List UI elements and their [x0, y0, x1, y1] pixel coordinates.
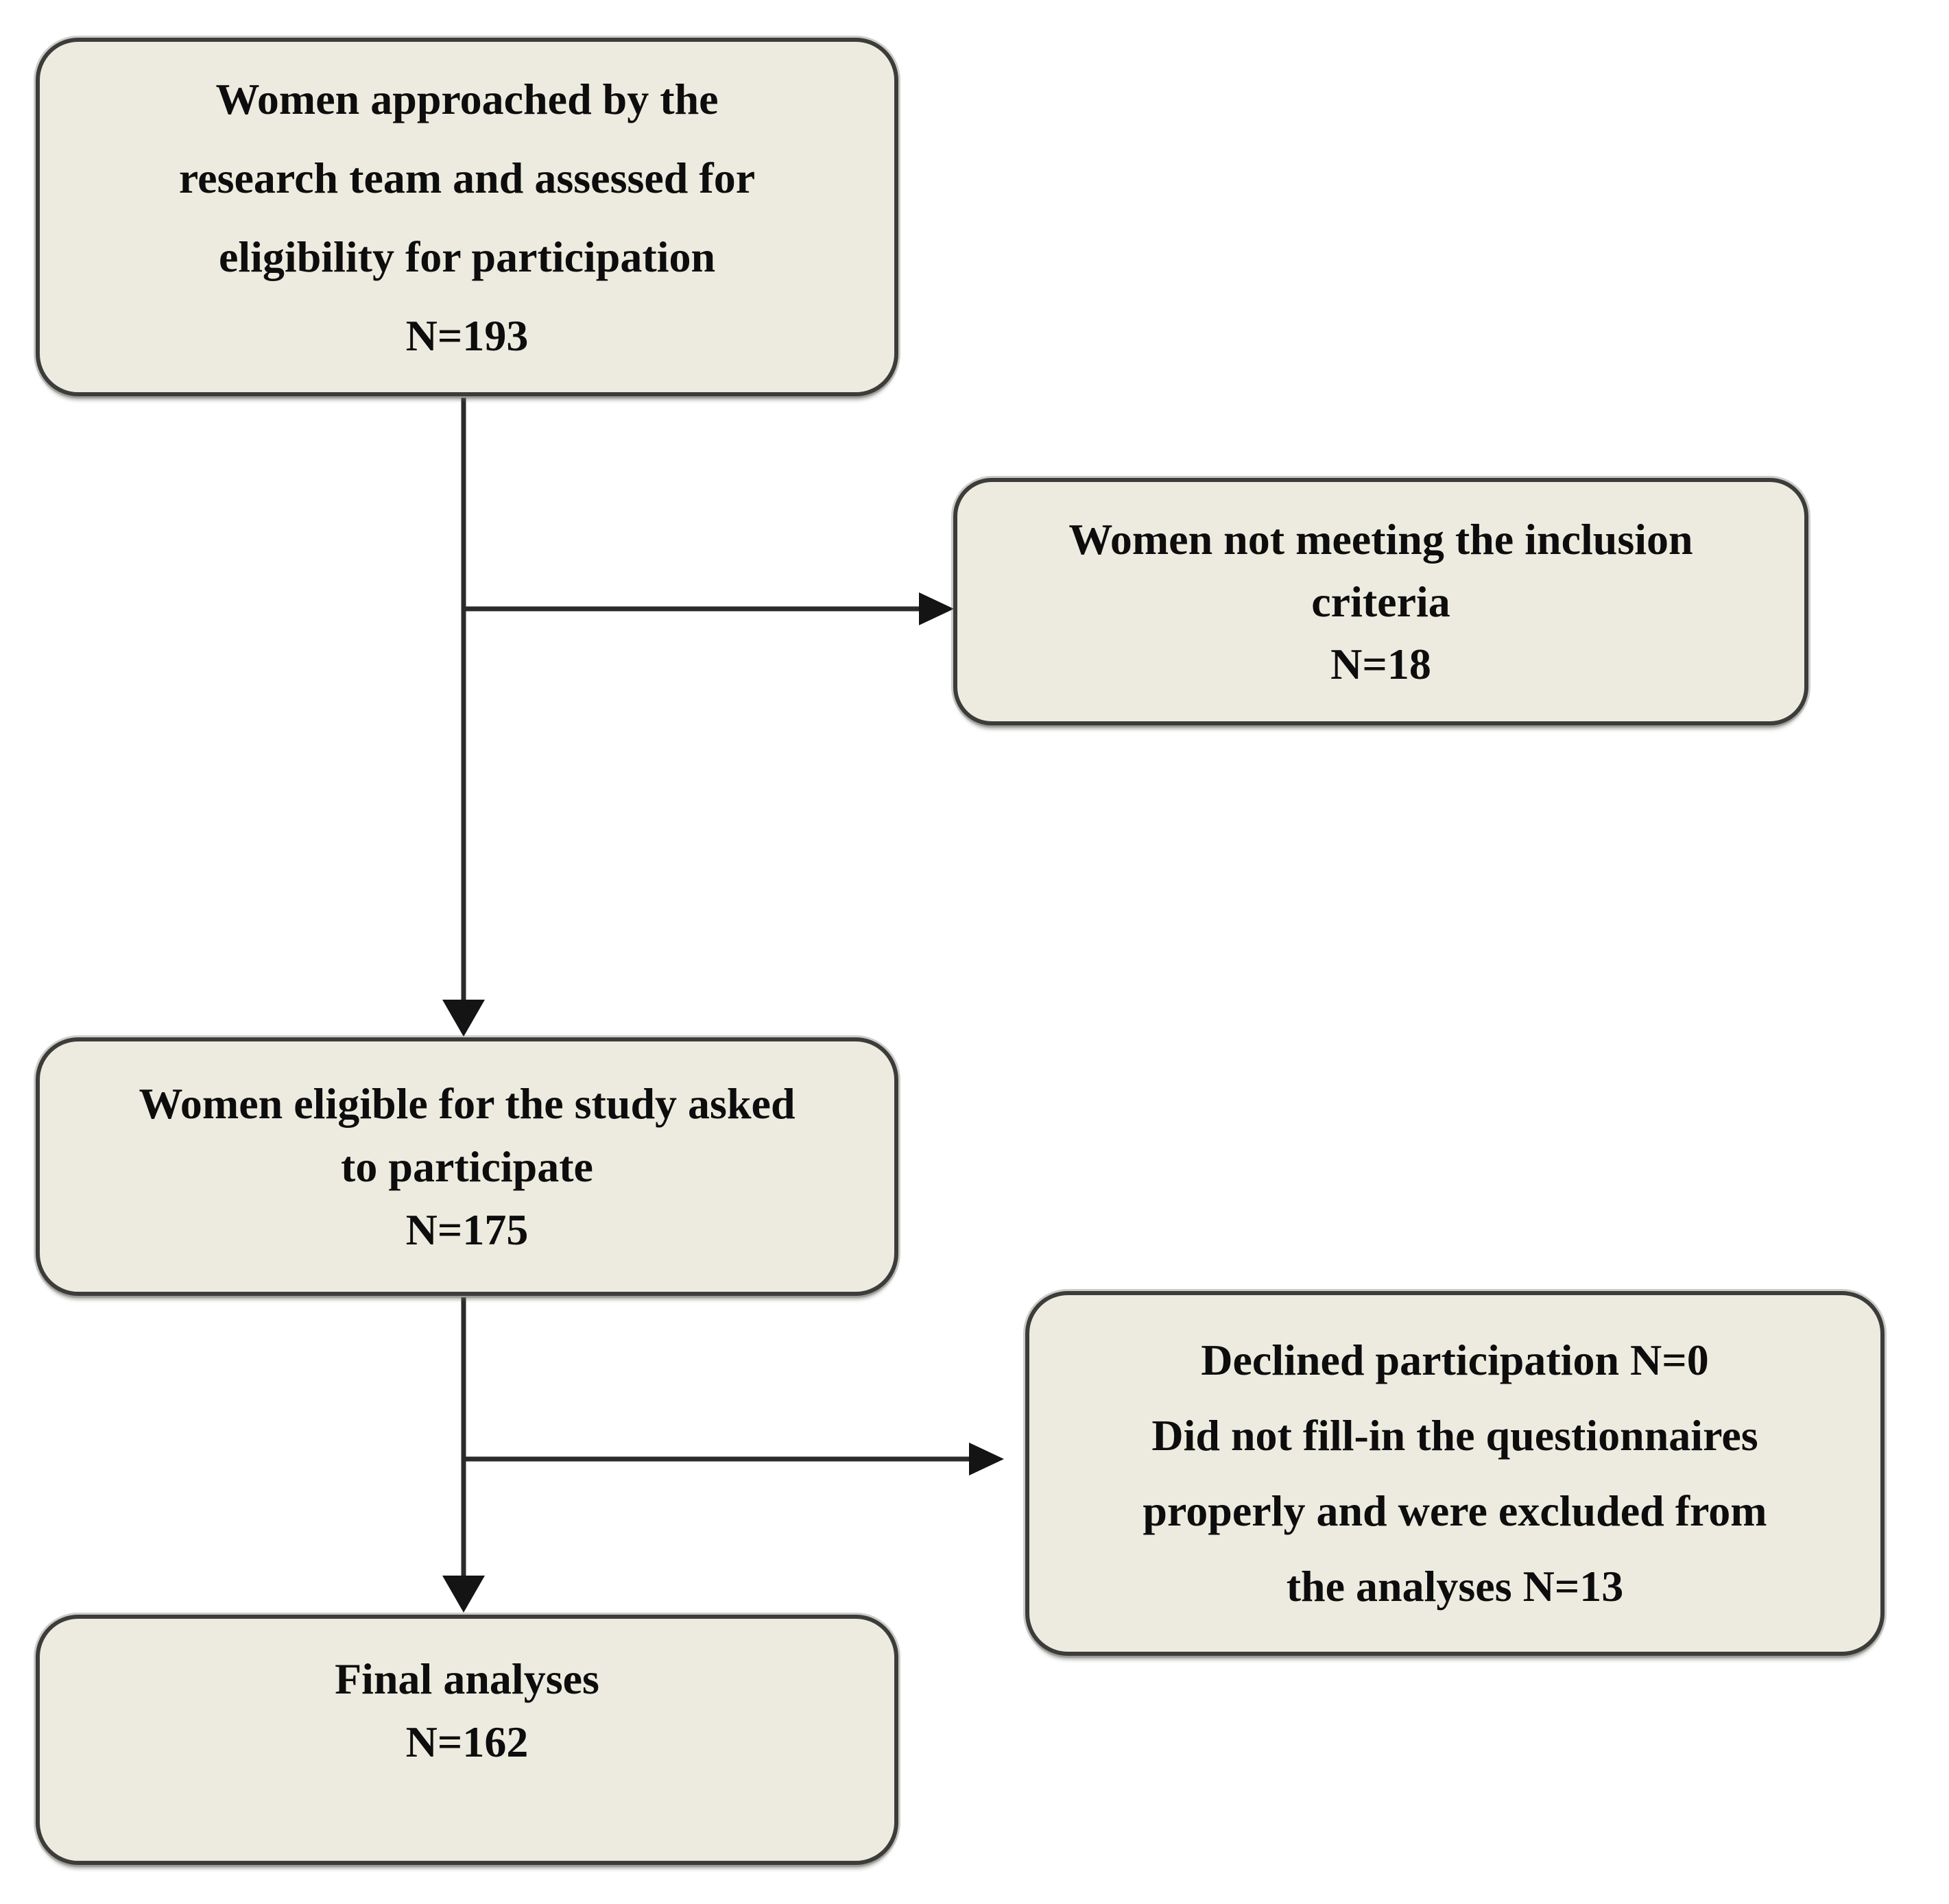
box-declined-excluded-line-3: properly and were excluded from — [1143, 1486, 1767, 1535]
box-women-eligible-line-2: to participate — [341, 1142, 593, 1191]
box-women-approached: Women approached by the research team an… — [36, 38, 898, 396]
arrowhead-down-to-eligible — [442, 1000, 485, 1037]
box-women-eligible: Women eligible for the study asked to pa… — [36, 1037, 898, 1296]
box-women-approached-line-2: research team and assessed for — [178, 153, 756, 202]
box-not-meeting-criteria-line-2: criteria — [1311, 577, 1450, 626]
box-women-approached-line-1: Women approached by the — [215, 74, 719, 123]
arrowhead-right-to-declined — [969, 1443, 1004, 1475]
box-women-approached-line-3: eligibility for participation — [218, 232, 716, 281]
box-declined-excluded-line-2: Did not fill-in the questionnaires — [1151, 1411, 1758, 1460]
box-not-meeting-criteria: Women not meeting the inclusion criteria… — [953, 478, 1808, 725]
box-declined-excluded-line-1: Declined participation N=0 — [1201, 1336, 1709, 1384]
arrowhead-down-to-final — [442, 1576, 485, 1613]
box-final-analyses: Final analyses N=162 — [36, 1615, 898, 1865]
box-women-approached-count: N=193 — [405, 311, 529, 360]
box-not-meeting-criteria-count: N=18 — [1330, 640, 1431, 688]
box-declined-excluded: Declined participation N=0 Did not fill-… — [1025, 1291, 1885, 1656]
box-women-eligible-line-1: Women eligible for the study asked — [139, 1078, 796, 1128]
arrowhead-right-to-not-meeting — [919, 592, 954, 625]
box-declined-excluded-count: the analyses N=13 — [1286, 1562, 1624, 1611]
box-women-eligible-count: N=175 — [405, 1205, 529, 1254]
box-final-analyses-count: N=162 — [405, 1718, 529, 1766]
box-not-meeting-criteria-line-1: Women not meeting the inclusion — [1068, 515, 1693, 564]
box-final-analyses-line-1: Final analyses — [335, 1654, 599, 1703]
